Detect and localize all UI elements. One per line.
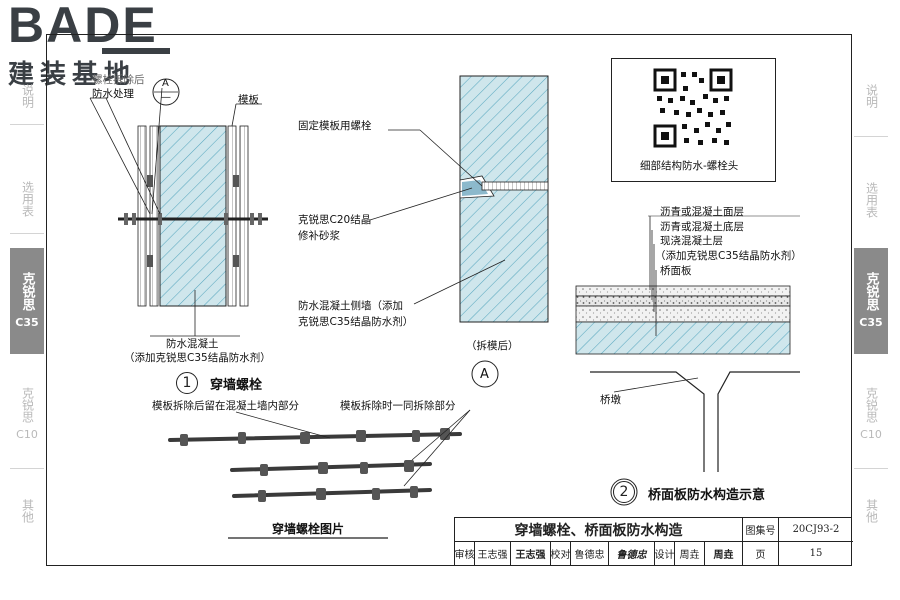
detail1-section-drawing [89,78,268,337]
brand-logo-text: BADE [8,0,158,53]
atlas-no-label: 图集号 [743,518,779,542]
side-tab-sub: C10 [860,427,882,441]
detail1-caption: 穿墙螺栓 [210,378,263,393]
qr-code-graphic [653,68,733,148]
repair-mortar-label-line2: 修补砂浆 [298,230,340,242]
detail2-caption: 桥面板防水构造示意 [648,488,766,503]
formwork-label: 模板 [238,94,259,106]
title-block-title: 穿墙螺栓、桥面板防水构造 [455,518,743,542]
pier-label: 桥墩 [600,394,621,406]
layer-label-cast-concrete: 现浇混凝土层 [660,235,723,247]
side-tab-other[interactable]: 其他 [10,486,44,536]
left-side-nav: 说明 选用表 [10,68,44,234]
after-removal-note: （拆模后） [466,340,519,352]
designer-signature: 周垚 [705,542,743,565]
title-block: 穿墙螺栓、桥面板防水构造 图集号 20CJ93-2 审核 王志强 王志强 校对 … [454,517,853,566]
side-tab-sub: C10 [16,427,38,441]
layer-label-surface: 沥青或混凝土面层 [660,206,744,218]
bolt-removal-note-line1: 螺栓拆除后 [92,74,145,86]
page-label: 页 [743,542,779,565]
side-tab-label: 其他 [864,499,879,523]
review-label: 审核 [455,542,475,565]
reviewer-name: 王志强 [475,542,511,565]
formwork-bolt-label: 固定模板用螺栓 [298,120,372,132]
detailA-section-drawing [369,75,549,388]
divider [10,468,44,469]
reviewer-signature: 王志强 [511,542,551,565]
reference-mark-a: A [162,78,169,89]
detail2-layers-drawing [575,215,800,506]
brand-logo-bar [102,48,170,54]
designer-name: 周垚 [675,542,705,565]
right-side-tab-c35[interactable]: 克锐思 C35 [854,248,888,354]
right-side-tab-other[interactable]: 其他 [854,486,888,536]
detail1-number: 1 [176,372,198,394]
side-tab-label: 克锐思 [19,272,35,311]
side-tab-sub: C35 [859,316,883,329]
side-tab-c10[interactable]: 克锐思 C10 [10,374,44,454]
sidewall-label-line1: 防水混凝土侧墙（添加 [298,300,403,312]
sidewall-label-line2: 克锐思C35结晶防水剂） [298,316,414,328]
design-label: 设计 [655,542,675,565]
side-tab-label: 说明 [20,84,35,108]
side-tab-label: 克锐思 [20,386,35,423]
atlas-no: 20CJ93-2 [779,518,853,542]
side-tab-sub: C35 [15,316,39,329]
side-tab-c35[interactable]: 克锐思 C35 [10,248,44,354]
bolt-photo-illustration [150,406,471,539]
right-side-tab-c10[interactable]: 克锐思 C10 [854,374,888,454]
page-number: 15 [809,548,823,559]
side-tab-label: 其他 [20,499,35,523]
check-label: 校对 [551,542,571,565]
side-tab-label: 克锐思 [864,386,879,423]
detailA-letter: A [480,367,489,382]
divider [10,124,44,125]
side-tab-shuoming[interactable]: 说明 [10,68,44,124]
side-tab-label: 选用表 [864,182,879,218]
brand-logo-subtext: 建装基地 [8,60,137,90]
side-tab-xuanyongbiao[interactable]: 选用表 [10,165,44,233]
divider [10,233,44,234]
layer-label-deck: 桥面板 [660,265,692,277]
bolt-removal-note-line2: 防水处理 [92,88,134,100]
side-tab-label: 选用表 [20,181,35,217]
photo-label-left: 模板拆除后留在混凝土墙内部分 [152,400,299,412]
side-tab-label: 克锐思 [863,272,879,311]
detail2-number: 2 [613,481,635,503]
right-side-tab-shuoming[interactable]: 说明 [854,68,888,124]
photo-label-right: 模板拆除时一同拆除部分 [340,400,456,412]
checker-signature: 鲁德忠 [609,542,655,565]
right-side-tab-xuanyongbiao[interactable]: 选用表 [854,170,888,230]
divider [854,468,888,469]
side-tab-label: 说明 [864,84,879,108]
qr-caption: 细部结构防水-螺栓头 [640,160,739,172]
qr-code-box[interactable] [611,58,776,182]
layer-label-additive: （添加克锐思C35结晶防水剂） [655,250,802,262]
checker-name: 鲁德忠 [571,542,609,565]
drawing-frame [46,34,852,566]
waterproof-concrete-additive-label: （添加克锐思C35结晶防水剂） [124,352,271,364]
divider [854,136,888,137]
layer-label-base: 沥青或混凝土底层 [660,221,744,233]
reference-mark-sub: — [161,92,171,103]
waterproof-concrete-label: 防水混凝土 [166,338,219,350]
photo-title: 穿墙螺栓图片 [272,522,345,536]
repair-mortar-label-line1: 克锐思C20结晶 [298,214,372,226]
